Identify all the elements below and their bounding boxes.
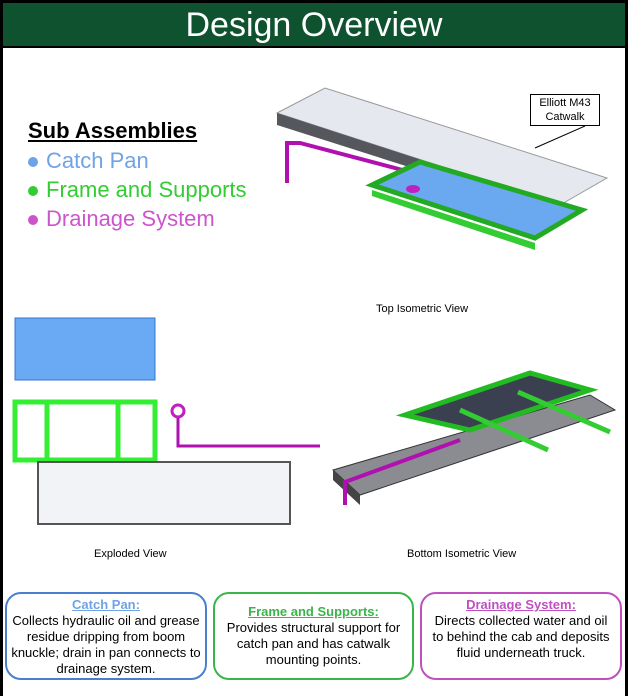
catch-pan-box: Catch Pan: Collects hydraulic oil and gr…	[5, 592, 207, 680]
caption-bottom-isometric: Bottom Isometric View	[407, 548, 517, 560]
list-item-catch-pan: Catch Pan	[28, 146, 247, 175]
top-isometric-image	[275, 87, 609, 250]
caption-top-isometric: Top Isometric View	[376, 303, 469, 315]
bullet-icon	[28, 157, 38, 168]
list-item-frame: Frame and Supports	[28, 175, 247, 204]
bottom-isometric-image	[332, 370, 617, 505]
sub-assemblies-heading: Sub Assemblies	[28, 118, 198, 143]
frame-supports-box: Frame and Supports: Provides structural …	[213, 592, 414, 680]
sub-assemblies-list: Sub Assemblies Catch Pan Frame and Suppo…	[28, 118, 247, 233]
caption-exploded: Exploded View	[94, 548, 167, 560]
page-title: Design Overview	[3, 3, 625, 48]
exploded-view-image	[12, 317, 320, 525]
bullet-icon	[28, 186, 38, 197]
bullet-icon	[28, 215, 38, 226]
drainage-system-box: Drainage System: Directs collected water…	[420, 592, 622, 680]
list-item-drainage: Drainage System	[28, 204, 247, 233]
